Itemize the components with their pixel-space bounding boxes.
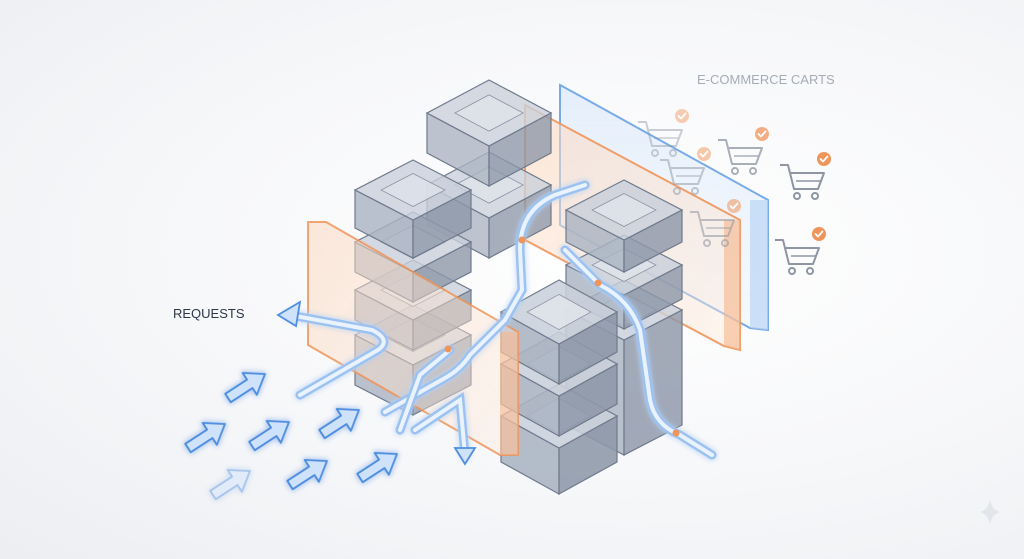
server-block — [564, 179, 684, 273]
flow-node — [444, 345, 452, 353]
shopping-cart-icon — [638, 109, 689, 157]
shopping-cart-icon — [780, 152, 831, 200]
front-firewall-panel — [307, 221, 519, 456]
requests-label: REQUESTS — [173, 306, 245, 321]
flow-node — [594, 279, 602, 287]
flow-arrowheads — [276, 300, 477, 466]
upper-left-arrowhead — [276, 300, 302, 328]
arrow-icon — [318, 407, 360, 440]
arrow-icon — [209, 468, 251, 501]
flow-node — [672, 429, 680, 437]
carts-label: E-COMMERCE CARTS — [697, 72, 835, 87]
shopping-cart-icon — [775, 227, 826, 275]
arrow-icon — [356, 451, 398, 484]
sparkle-icon — [980, 500, 1000, 524]
arrow-icon — [184, 421, 226, 454]
cart-icons-group — [638, 109, 831, 275]
server-block — [353, 159, 473, 259]
flow-nodes — [444, 236, 680, 437]
checkmark-badge-icon — [812, 227, 826, 241]
arrow-icon — [248, 419, 290, 452]
server-stacks — [353, 79, 684, 496]
checkmark-badge-icon — [675, 109, 689, 123]
request-flow-paths — [285, 180, 717, 460]
checkmark-badge-icon — [755, 127, 769, 141]
arrow-icon — [224, 371, 266, 404]
checkmark-badge-icon — [817, 152, 831, 166]
shopping-cart-icon — [660, 147, 711, 195]
shopping-cart-icon — [718, 127, 769, 175]
flow-node — [518, 236, 526, 244]
checkmark-badge-icon — [697, 147, 711, 161]
checkmark-badge-icon — [727, 199, 741, 213]
arrow-icon — [286, 458, 328, 491]
server-stack-front — [499, 279, 619, 496]
down-arrowhead — [453, 447, 477, 466]
request-arrows — [184, 371, 398, 501]
shopping-cart-icon — [690, 199, 741, 247]
server-block — [425, 79, 553, 187]
